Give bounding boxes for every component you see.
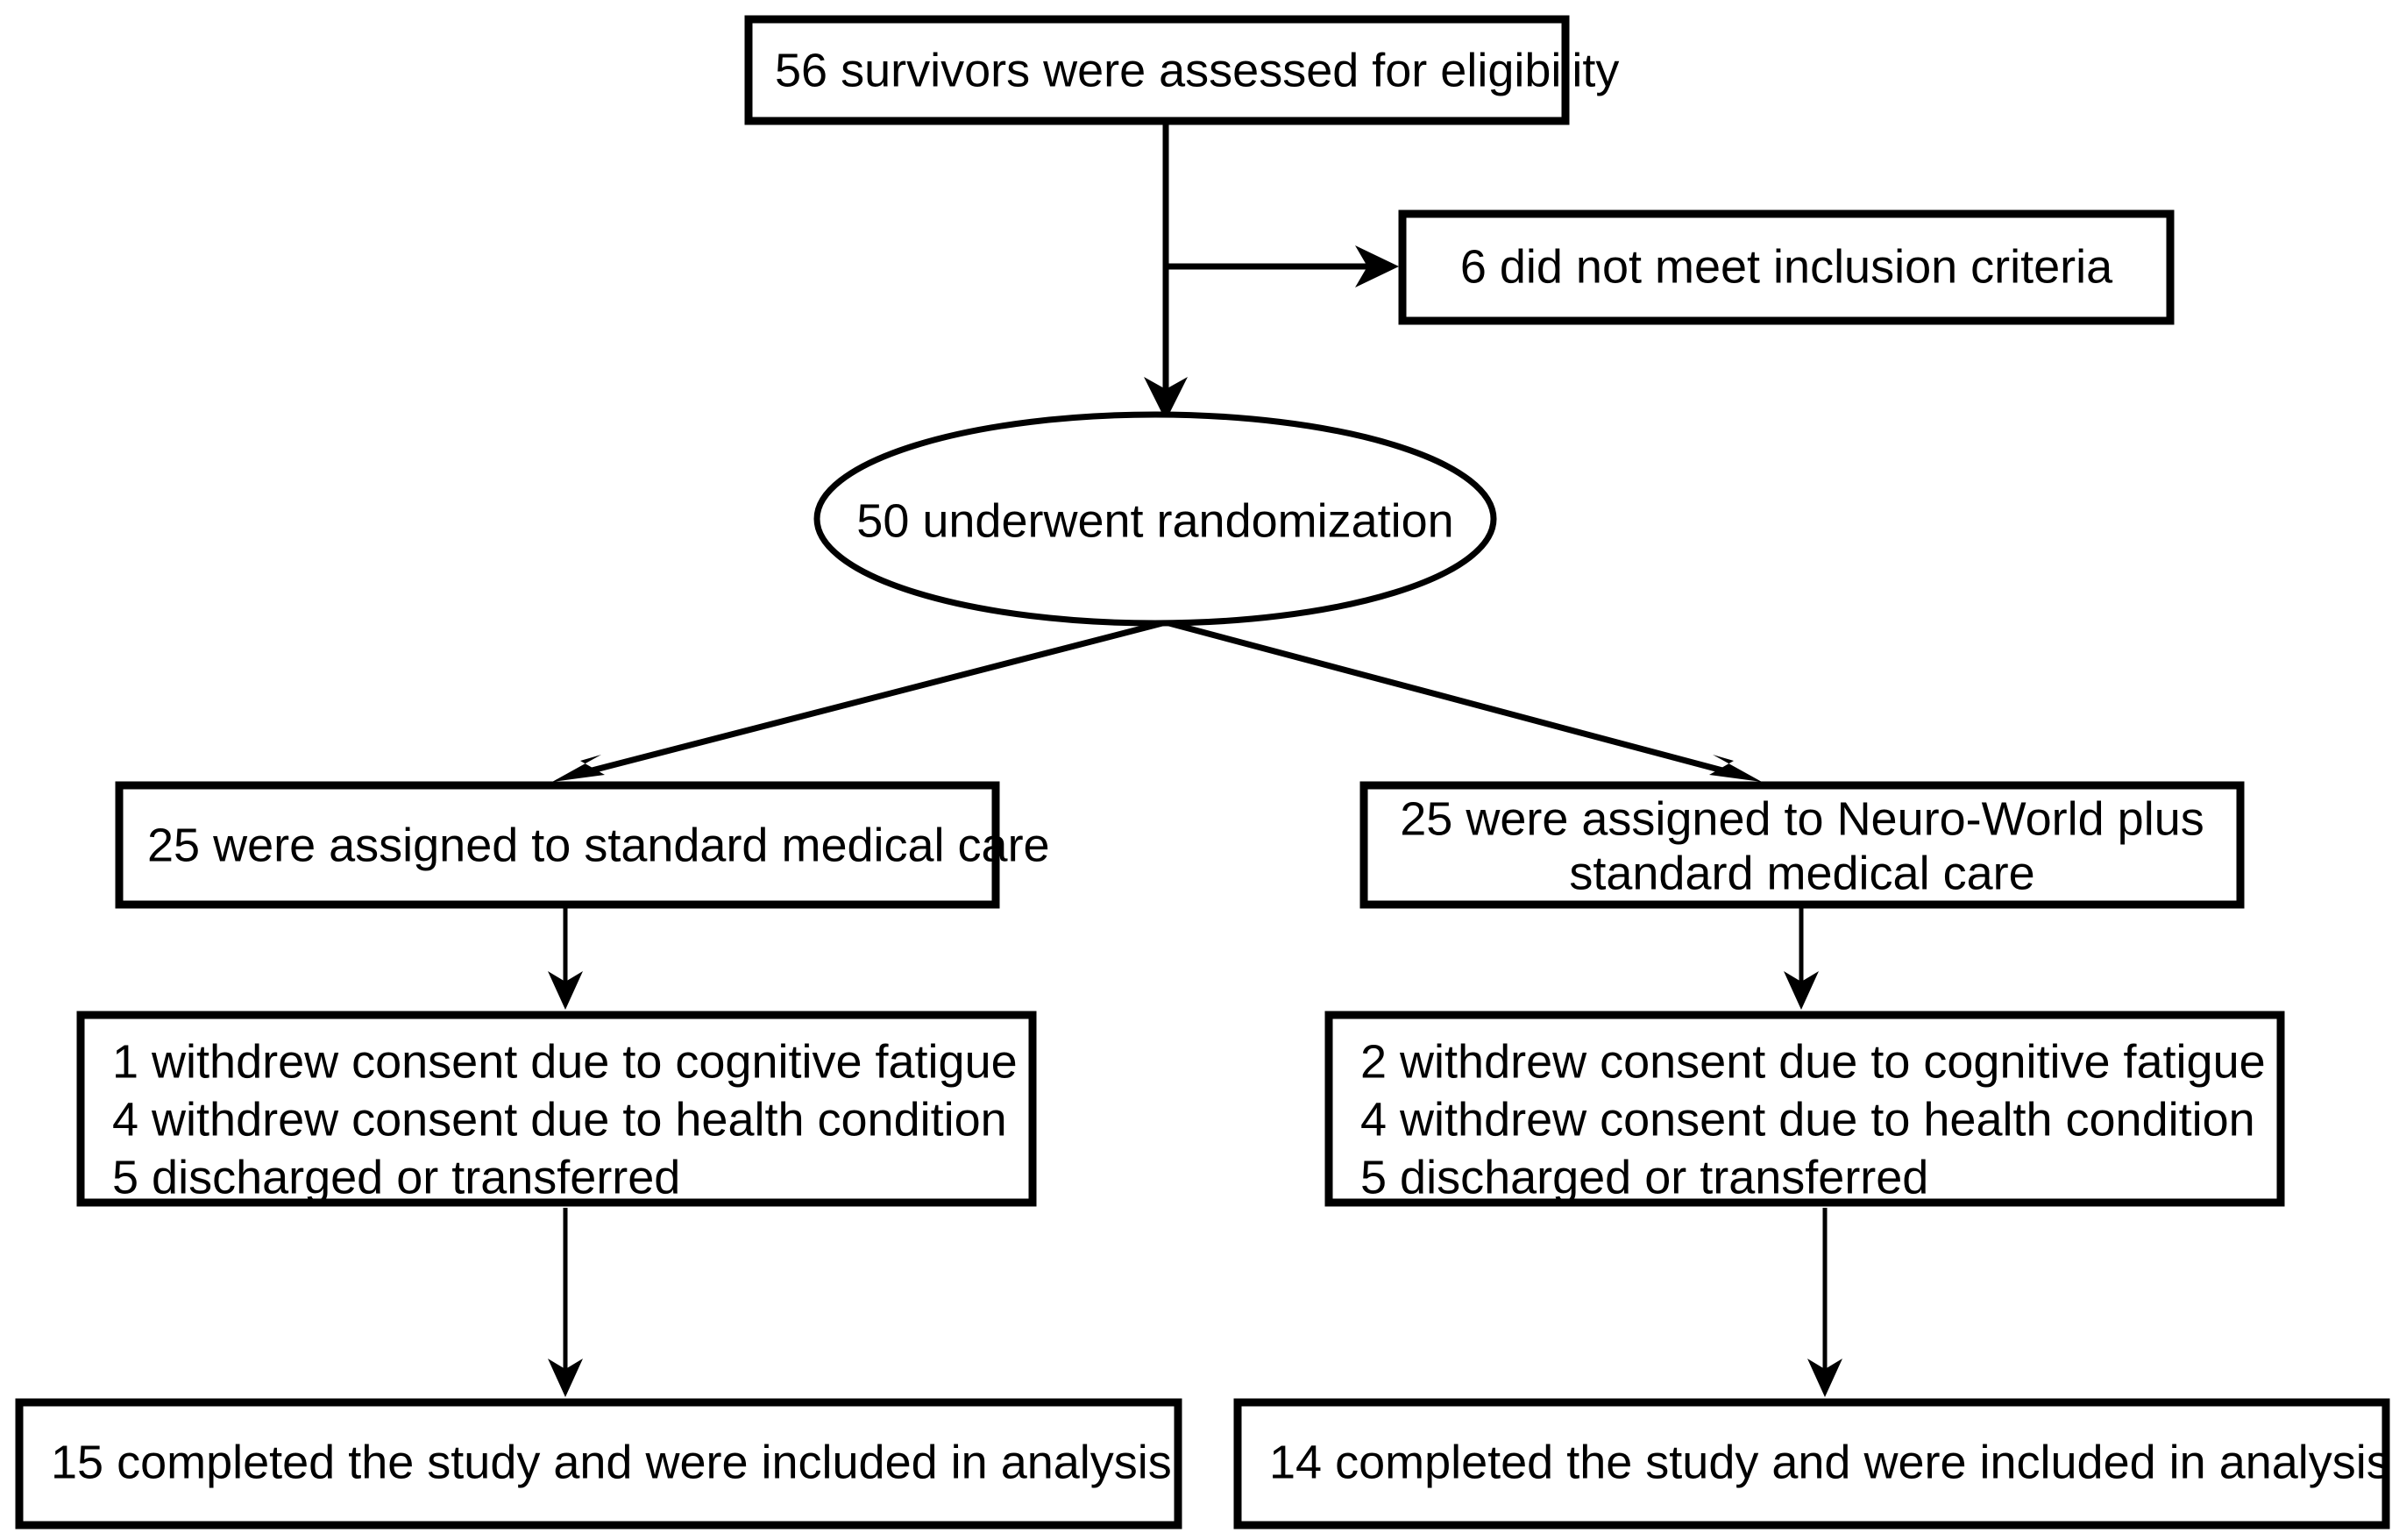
edge-intervention-arrowhead (1709, 755, 1762, 782)
edge-excluded-arrowhead (1355, 245, 1399, 287)
edge-control-allocation-to-attrition (548, 906, 583, 1010)
node-control-allocation-label: 25 were assigned to standard medical car… (147, 819, 1050, 871)
node-intervention-allocation-line-2: standard medical care (1569, 847, 2034, 899)
edge-randomization-to-control (552, 619, 1167, 782)
node-enrollment-box (744, 15, 1570, 125)
node-randomization-label: 50 underwent randomization (856, 494, 1453, 547)
node-intervention-allocation-line-1: 25 were assigned to Neuro-World plus (1400, 792, 2204, 845)
edge-intervention-analysis-arrowhead (1807, 1359, 1842, 1397)
edge-control-arrowhead (552, 755, 605, 782)
node-control-analysis-label: 15 completed the study and were included… (51, 1436, 1172, 1488)
node-intervention-attrition: 2 withdrew consent due to cognitive fati… (1324, 1011, 2285, 1207)
node-enrollment-label: 56 survivors were assessed for eligibili… (775, 44, 1619, 96)
edge-enrollment-arrowhead (1144, 377, 1188, 421)
node-control-analysis: 15 completed the study and were included… (15, 1398, 1182, 1529)
node-excluded: 6 did not meet inclusion criteria (1398, 209, 2175, 325)
node-intervention-attrition-line-3: 5 discharged or transferred (1360, 1151, 1928, 1203)
node-intervention-analysis-box (1233, 1398, 2390, 1529)
node-control-allocation-box (115, 781, 1000, 909)
edge-control-diagonal-line (574, 619, 1167, 778)
edge-control-attrition-arrowhead (548, 971, 583, 1010)
node-intervention-analysis-label: 14 completed the study and were included… (1269, 1436, 2390, 1488)
edge-intervention-attrition-arrowhead (1784, 971, 1819, 1010)
node-control-attrition-line-3: 5 discharged or transferred (112, 1151, 680, 1203)
node-control-attrition-box (76, 1011, 1037, 1207)
edge-control-attrition-to-analysis (548, 1208, 583, 1397)
edge-intervention-allocation-to-attrition (1784, 906, 1819, 1010)
node-control-attrition: 1 withdrew consent due to cognitive fati… (76, 1011, 1037, 1207)
edge-intervention-diagonal-line (1165, 619, 1740, 778)
node-randomization-ellipse (813, 411, 1497, 627)
edge-enrollment-to-excluded (1166, 245, 1399, 287)
node-control-allocation: 25 were assigned to standard medical car… (115, 781, 1050, 909)
edge-control-analysis-arrowhead (548, 1359, 583, 1397)
node-control-attrition-line-1: 1 withdrew consent due to cognitive fati… (112, 1035, 1018, 1088)
node-excluded-label: 6 did not meet inclusion criteria (1460, 240, 2113, 293)
node-randomization: 50 underwent randomization (813, 411, 1497, 627)
node-intervention-attrition-line-1: 2 withdrew consent due to cognitive fati… (1360, 1035, 2266, 1088)
node-intervention-attrition-box (1324, 1011, 2285, 1207)
node-intervention-analysis: 14 completed the study and were included… (1233, 1398, 2390, 1529)
node-control-analysis-box (15, 1398, 1182, 1529)
node-enrollment: 56 survivors were assessed for eligibili… (744, 15, 1619, 125)
node-intervention-allocation: 25 were assigned to Neuro-World plus sta… (1359, 781, 2245, 909)
node-excluded-box (1398, 209, 2175, 325)
node-intervention-allocation-box (1359, 781, 2245, 909)
node-control-attrition-line-2: 4 withdrew consent due to health conditi… (112, 1093, 1007, 1146)
edge-randomization-to-intervention (1165, 619, 1762, 782)
node-intervention-attrition-line-2: 4 withdrew consent due to health conditi… (1360, 1093, 2255, 1146)
edge-enrollment-to-randomization (1144, 123, 1188, 421)
edge-intervention-attrition-to-analysis (1807, 1208, 1842, 1397)
